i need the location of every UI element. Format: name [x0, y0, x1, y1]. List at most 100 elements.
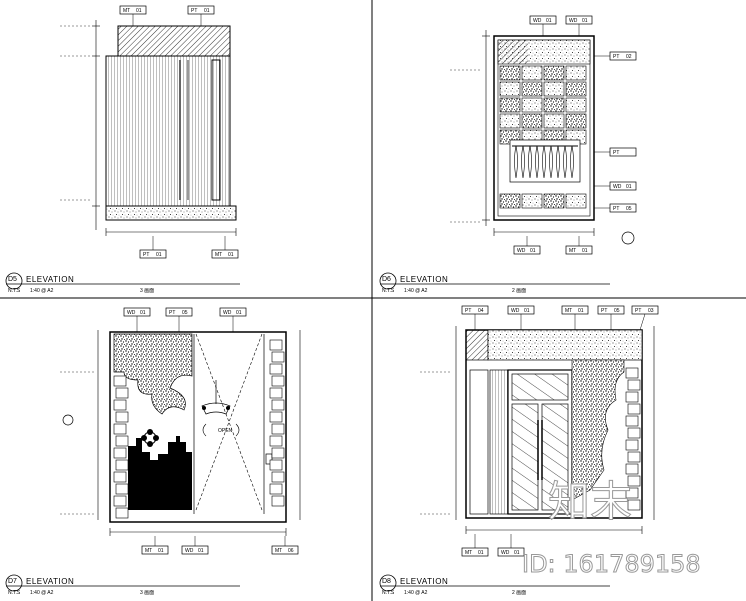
panel-d5: MT 01 PT 01 PT 01 MT 01 D5 ELEVATION	[5, 5, 240, 294]
grid-cell	[521, 81, 543, 97]
grid-cell	[543, 193, 565, 209]
svg-text:PT: PT	[613, 54, 619, 60]
panel-d7: OPEN WD 01 PT 05 WD 01	[5, 307, 301, 596]
svg-text:MT: MT	[145, 548, 152, 554]
d8-tag-top-3: MT 01	[561, 305, 589, 330]
svg-text:2 画面: 2 画面	[512, 590, 526, 596]
svg-text:D5: D5	[8, 276, 17, 283]
chandelier-icon	[201, 380, 231, 415]
svg-text:MT: MT	[569, 248, 576, 254]
d8-tag-bottom-2: WD 01	[497, 534, 525, 557]
svg-text:06: 06	[288, 548, 294, 554]
grid-cell	[521, 65, 543, 81]
svg-text:3 画面: 3 画面	[140, 288, 154, 294]
hanger-icon	[521, 145, 525, 179]
grid-cell	[627, 451, 641, 463]
svg-text:WD: WD	[517, 248, 526, 254]
base-plinth	[105, 205, 237, 221]
grid-cell	[271, 471, 285, 483]
svg-text:01: 01	[530, 248, 536, 254]
svg-text:01: 01	[204, 8, 210, 14]
grid-cell	[521, 193, 543, 209]
d8-tag-bottom-1: MT 01	[461, 534, 489, 557]
svg-text:N.T.S: N.T.S	[8, 590, 21, 596]
svg-text:05: 05	[626, 206, 632, 212]
d8-tag-top-2: WD 01	[507, 305, 535, 330]
wall-panel	[105, 55, 231, 207]
grid-cell	[543, 81, 565, 97]
svg-text:N.T.S: N.T.S	[8, 288, 21, 294]
svg-text:05: 05	[182, 310, 188, 316]
watermark-brand: 知末	[548, 477, 632, 526]
d6-tag-top-1: WD 01	[529, 15, 557, 36]
svg-text:D8: D8	[382, 578, 391, 585]
d6-tag-right-1: PT 02	[594, 51, 637, 61]
left-wood-panel	[489, 369, 509, 515]
d7-title-block: D7 ELEVATION N.T.S 1:40 @ A2 3 画面	[5, 574, 240, 596]
grid-cell	[271, 495, 285, 507]
svg-text:MT: MT	[465, 550, 472, 556]
grid-cell	[115, 387, 129, 399]
grid-cell	[565, 81, 587, 97]
svg-text:ELEVATION: ELEVATION	[400, 275, 448, 284]
svg-text:MT: MT	[123, 8, 130, 14]
grid-cell	[113, 471, 127, 483]
d7-tag-top-1: WD 01	[123, 307, 151, 332]
section-marker-icon	[62, 414, 74, 426]
grid-cell	[269, 483, 283, 495]
svg-text:PT: PT	[143, 252, 149, 258]
watermark: 知末 ID: 161789158	[522, 477, 702, 579]
svg-text:01: 01	[514, 550, 520, 556]
grid-cell	[115, 411, 129, 423]
svg-text:WD: WD	[127, 310, 136, 316]
grid-cell	[625, 367, 639, 379]
svg-text:04: 04	[478, 308, 484, 314]
grid-cell	[627, 427, 641, 439]
svg-text:N.T.S: N.T.S	[382, 590, 395, 596]
grid-cell	[499, 113, 521, 129]
d6-tag-bottom-1: WD 01	[513, 236, 541, 255]
svg-text:01: 01	[578, 308, 584, 314]
grid-cell	[269, 339, 283, 351]
grid-cell	[271, 399, 285, 411]
grid-cell	[565, 113, 587, 129]
grid-cell	[271, 423, 285, 435]
grid-cell	[113, 399, 127, 411]
d6-tag-right-3: WD 01	[594, 181, 637, 191]
svg-text:ELEVATION: ELEVATION	[26, 577, 74, 586]
grid-cell	[543, 113, 565, 129]
svg-text:D6: D6	[382, 276, 391, 283]
grid-cell	[521, 97, 543, 113]
d5-tag-top-1: MT 01	[119, 5, 147, 26]
svg-text:2 画面: 2 画面	[512, 288, 526, 294]
svg-text:01: 01	[140, 310, 146, 316]
d8-tag-top-4: PT 05	[597, 305, 625, 330]
grid-cell	[269, 435, 283, 447]
svg-text:PT: PT	[169, 310, 175, 316]
grid-cell	[565, 193, 587, 209]
d7-tag-top-3: WD 01	[219, 307, 247, 332]
svg-text:WD: WD	[223, 310, 232, 316]
svg-text:ELEVATION: ELEVATION	[26, 275, 74, 284]
grid-cell	[625, 487, 639, 499]
grid-cell	[269, 387, 283, 399]
d8-tag-top-1: PT 04	[461, 305, 489, 330]
grid-cell	[627, 475, 641, 487]
grid-cell	[113, 495, 127, 507]
brick-column	[113, 375, 129, 519]
hanger-icon	[570, 145, 574, 179]
grid-cell	[269, 411, 283, 423]
city-silhouette	[128, 436, 192, 510]
svg-text:PT: PT	[613, 206, 619, 212]
d5-title-block: D5 ELEVATION N.T.S 1:40 @ A2 3 画面	[5, 272, 240, 294]
svg-text:01: 01	[582, 248, 588, 254]
grid-cell	[499, 81, 521, 97]
d5-tag-top-2: PT 01	[187, 5, 215, 26]
grid-cell	[565, 97, 587, 113]
svg-text:PT: PT	[191, 8, 197, 14]
grid-cell	[627, 499, 641, 511]
hanger-icon	[556, 145, 560, 179]
d7-tag-top-2: PT 05	[165, 307, 193, 332]
svg-text:WD: WD	[501, 550, 510, 556]
